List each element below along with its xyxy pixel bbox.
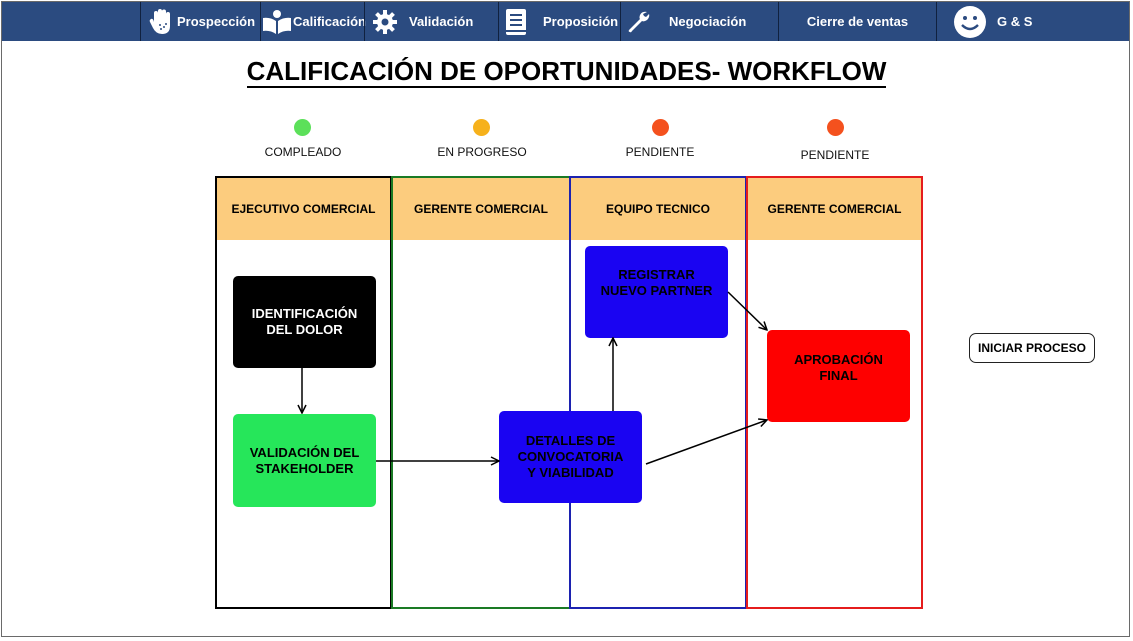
top-nav-bar: Prospección Calificación <box>2 2 1129 41</box>
arrow-registrar-to-aprobacion <box>727 291 767 330</box>
nav-item-user[interactable]: G & S <box>936 2 1129 41</box>
nav-item-negociacion[interactable]: Negociación <box>620 2 778 41</box>
lane-header: GERENTE COMERCIAL <box>748 178 921 240</box>
step-validacion-del-stakeholder[interactable]: VALIDACIÓN DEL STAKEHOLDER <box>233 414 376 507</box>
nav-item-cierre-de-ventas[interactable]: Cierre de ventas <box>778 2 936 41</box>
step-registrar-nuevo-partner[interactable]: REGISTRAR NUEVO PARTNER <box>585 246 728 338</box>
nav-label-proposicion: Proposición <box>543 14 619 29</box>
nav-item-calificacion[interactable]: Calificación <box>260 2 366 41</box>
nav-label-cierre-de-ventas: Cierre de ventas <box>806 14 909 29</box>
user-name: G & S <box>997 14 1033 29</box>
book-icon <box>261 9 293 35</box>
iniciar-proceso-label: INICIAR PROCESO <box>977 341 1086 355</box>
iniciar-proceso-button[interactable]: INICIAR PROCESO <box>969 333 1095 363</box>
nav-item-validacion[interactable]: Validación <box>364 2 498 41</box>
document-icon <box>499 8 533 36</box>
lane-gerente-comercial: GERENTE COMERCIAL <box>391 176 571 609</box>
legend-dot-en-progreso <box>473 119 490 136</box>
legend-label-pendiente-1: PENDIENTE <box>625 145 695 159</box>
legend-dot-pendiente-1 <box>652 119 669 136</box>
legend-label-pendiente-2: PENDIENTE <box>800 148 870 162</box>
nav-label-negociacion: Negociación <box>669 14 747 29</box>
nav-item-prospeccion[interactable]: Prospección <box>140 2 260 41</box>
legend-dot-pendiente-2 <box>827 119 844 136</box>
lane-header: EJECUTIVO COMERCIAL <box>217 178 390 240</box>
lane-header: GERENTE COMERCIAL <box>393 178 569 240</box>
step-identificacion-del-dolor[interactable]: IDENTIFICACIÓN DEL DOLOR <box>233 276 376 368</box>
legend-dot-completado <box>294 119 311 136</box>
hand-icon <box>147 8 177 36</box>
lane-gerente-comercial-final: GERENTE COMERCIAL <box>746 176 923 609</box>
legend-label-completado: COMPLEADO <box>264 145 342 159</box>
nav-label-prospeccion: Prospección <box>177 14 256 29</box>
arrow-detalles-to-aprobacion <box>645 420 767 465</box>
wrench-icon <box>623 10 655 34</box>
page-title-text: CALIFICACIÓN DE OPORTUNIDADES- WORKFLOW <box>246 56 887 88</box>
legend-label-en-progreso: EN PROGRESO <box>437 145 527 159</box>
page-title: CALIFICACIÓN DE OPORTUNIDADES- WORKFLOW <box>0 56 1133 88</box>
nav-item-proposicion[interactable]: Proposición <box>498 2 620 41</box>
step-detalles-de-convocatoria[interactable]: DETALLES DE CONVOCATORIA Y VIABILIDAD <box>499 411 642 503</box>
lane-header: EQUIPO TECNICO <box>571 178 745 240</box>
nav-label-validacion: Validación <box>409 14 474 29</box>
smiley-icon <box>953 5 987 39</box>
gear-icon <box>367 9 403 35</box>
nav-label-calificacion: Calificación <box>293 14 366 29</box>
step-aprobacion-final[interactable]: APROBACIÓN FINAL <box>767 330 910 422</box>
